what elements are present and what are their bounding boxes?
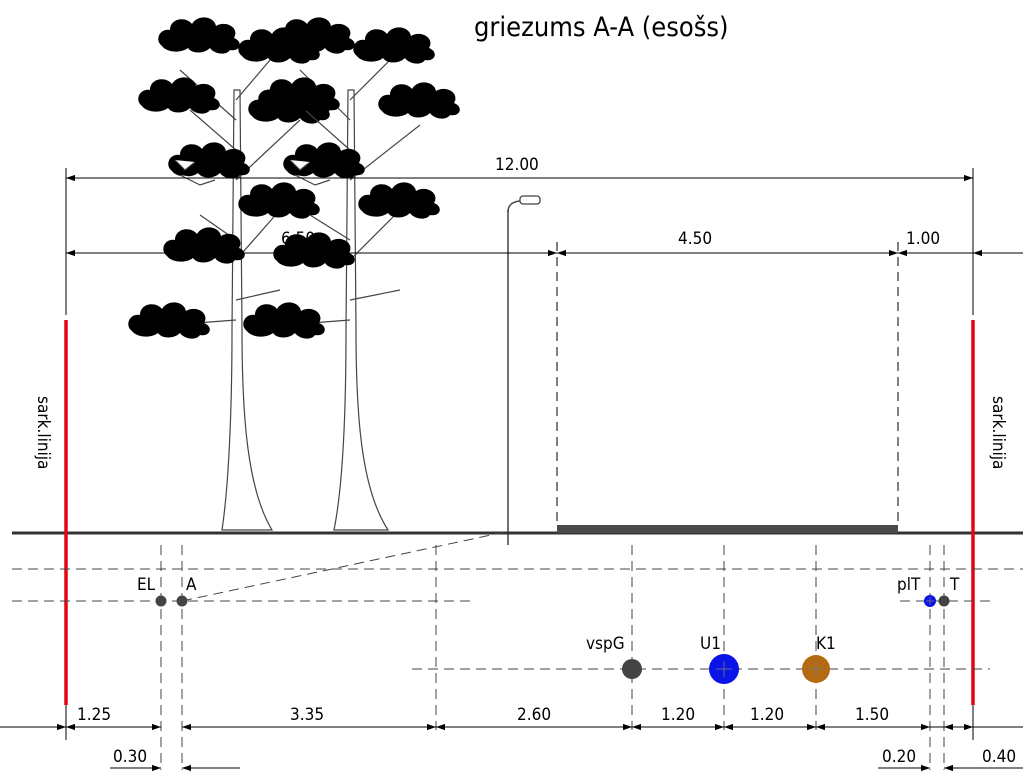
- dim-right-segment: 1.00: [906, 229, 940, 249]
- utility-label-k1: K1: [816, 634, 836, 654]
- utility-label-el: EL: [137, 575, 156, 595]
- road-surface: [557, 525, 898, 533]
- section-title: griezums A-A (esošs): [474, 12, 729, 43]
- dim-small-2: 0.20: [882, 747, 916, 767]
- utility-label-plt: plT: [897, 575, 921, 595]
- top-dimension-lines: [65, 168, 1023, 525]
- red-line-label-right: sark.linija: [988, 396, 1008, 469]
- dim-bottom-3: 2.60: [517, 705, 551, 725]
- utility-el: [155, 595, 167, 607]
- utility-a: [176, 595, 188, 607]
- street-lamp-icon: [507, 195, 541, 545]
- dim-left-segment: 6.50: [281, 229, 315, 249]
- utility-vspg: [622, 659, 642, 679]
- utility-label-u1: U1: [700, 634, 721, 654]
- bottom-dimension-lines: [0, 705, 1023, 772]
- dim-small-1: 0.30: [113, 747, 147, 767]
- utility-label-a: A: [186, 575, 197, 595]
- utility-label-t: T: [949, 575, 960, 595]
- dim-road-width: 4.50: [678, 229, 712, 249]
- underground-guides: [12, 531, 1023, 770]
- red-line-label-left: sark.linija: [33, 396, 53, 469]
- dim-bottom-4: 1.20: [661, 705, 695, 725]
- dim-bottom-1: 1.25: [77, 705, 111, 725]
- dim-bottom-6: 1.50: [855, 705, 889, 725]
- utility-label-vspg: vspG: [586, 634, 625, 654]
- dim-bottom-2: 3.35: [290, 705, 324, 725]
- dim-overall: 12.00: [495, 155, 539, 175]
- utility-t: [938, 595, 950, 607]
- dim-bottom-5: 1.20: [750, 705, 784, 725]
- dim-small-3: 0.40: [982, 747, 1016, 767]
- tree-icon: [243, 17, 460, 531]
